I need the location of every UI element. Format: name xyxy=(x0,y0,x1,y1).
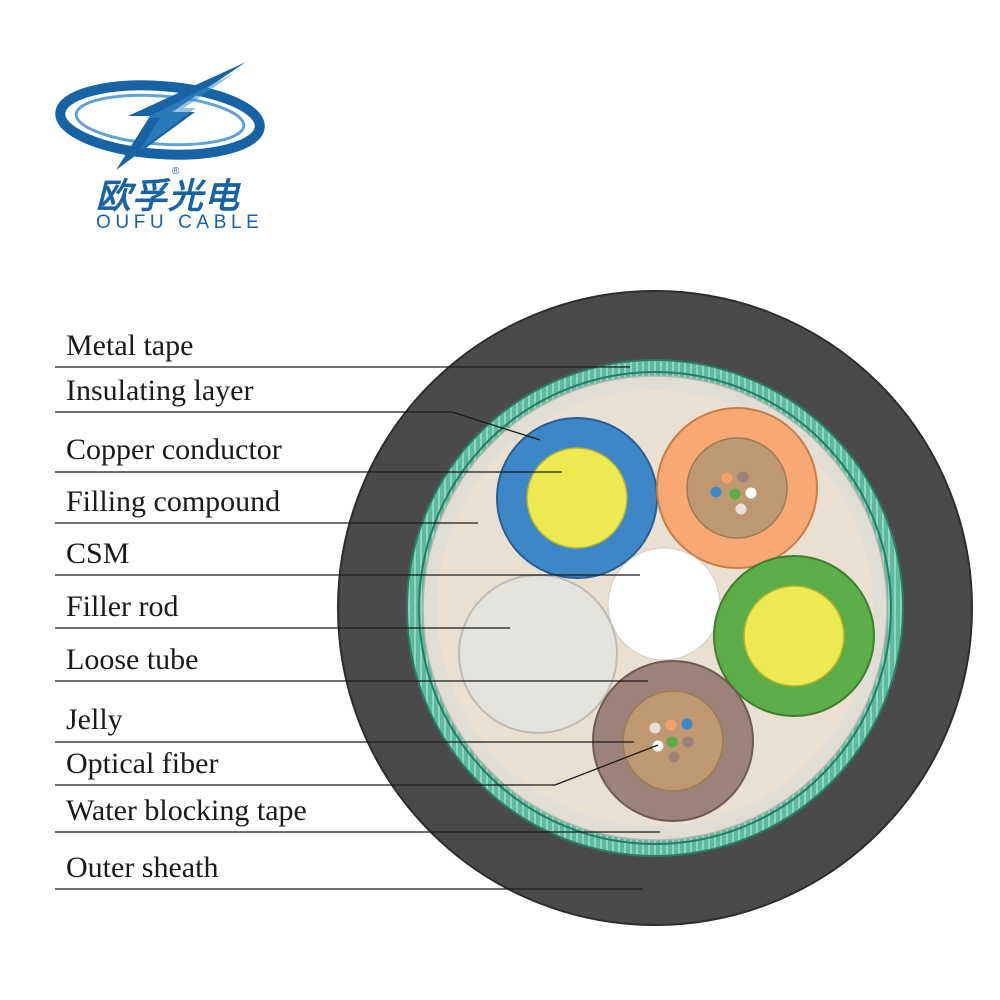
logo-chinese-text: 欧孚光电 xyxy=(96,177,241,217)
label-jelly: Jelly xyxy=(66,703,123,736)
copper-conductor-green xyxy=(743,585,845,687)
label-copper-conductor: Copper conductor xyxy=(66,433,282,466)
csm xyxy=(607,547,721,661)
jelly-orange xyxy=(686,437,788,539)
label-filling-compound: Filling compound xyxy=(66,485,281,518)
logo-bolt-highlight xyxy=(140,72,236,150)
logo-ring-inner xyxy=(74,93,246,147)
label-optical-fiber: Optical fiber xyxy=(66,747,219,780)
leader-optical-fiber xyxy=(55,744,659,786)
label-csm: CSM xyxy=(66,537,130,570)
label-loose-tube: Loose tube xyxy=(66,643,199,676)
fibers-brown-tube xyxy=(649,718,694,763)
label-insulating-layer: Insulating layer xyxy=(66,374,254,407)
fibers-orange-tube xyxy=(710,471,757,515)
leader-lines xyxy=(55,366,660,890)
logo-registered-mark: ® xyxy=(172,166,180,177)
leader-insulating-layer xyxy=(55,411,541,441)
metal-tape-inner-edge xyxy=(418,371,892,845)
label-metal-tape: Metal tape xyxy=(66,329,194,362)
logo-english-text: OUFU CABLE xyxy=(96,212,264,233)
label-outer-sheath: Outer sheath xyxy=(66,851,219,884)
logo-ring xyxy=(55,80,265,160)
label-filler-rod: Filler rod xyxy=(66,590,179,623)
copper-conductor-blue xyxy=(526,447,628,549)
filler-rod xyxy=(458,574,618,734)
label-water-blocking-tape: Water blocking tape xyxy=(66,794,307,827)
